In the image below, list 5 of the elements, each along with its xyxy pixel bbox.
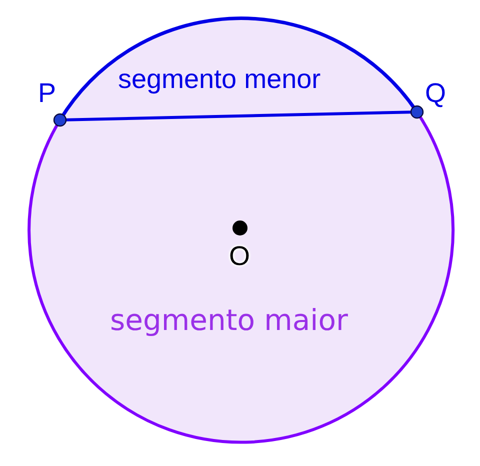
region-label: segmento maior: [110, 306, 348, 335]
point-label: P: [38, 80, 56, 107]
point-label: O: [229, 243, 250, 270]
point-label: Q: [425, 80, 446, 107]
region-label: segmento menor: [118, 66, 321, 93]
